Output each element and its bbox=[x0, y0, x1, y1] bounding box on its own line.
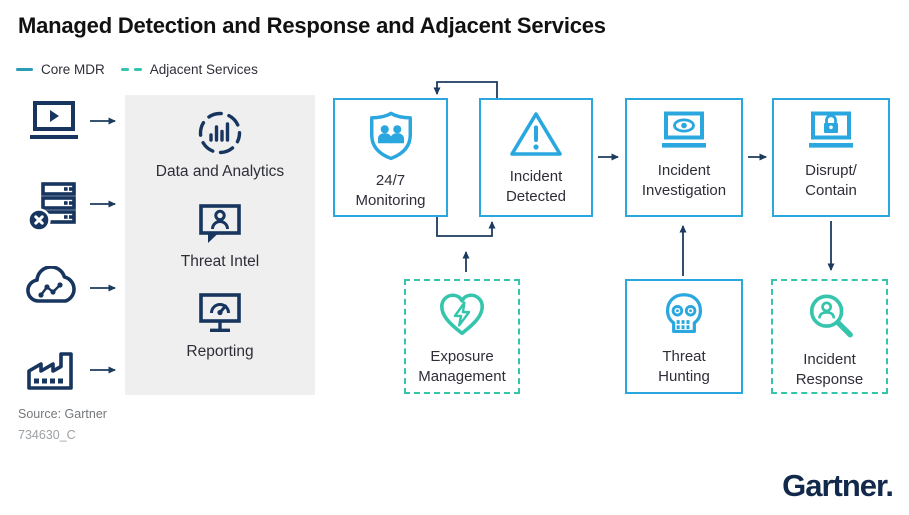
arrow-detected-to-monitoring-loop-top bbox=[433, 81, 498, 98]
flow-box-label: Threat Hunting bbox=[658, 348, 710, 385]
flow-box-incident-investigation: Incident Investigation bbox=[625, 98, 743, 217]
reporting-icon bbox=[196, 292, 244, 336]
panel-item-label: Data and Analytics bbox=[155, 163, 285, 180]
flow-box-label: Exposure Management bbox=[418, 348, 506, 385]
flow-box-label: Incident Investigation bbox=[641, 162, 727, 199]
skull-icon bbox=[661, 291, 707, 338]
legend-core-label: Core MDR bbox=[41, 62, 105, 77]
arrow-monitoring-to-detected-loop-bottom bbox=[436, 217, 496, 237]
laptop-video-icon bbox=[26, 99, 82, 143]
flow-box-label: 24/7 Monitoring bbox=[355, 172, 426, 209]
legend-adjacent-label: Adjacent Services bbox=[149, 62, 258, 77]
heart-bolt-icon bbox=[437, 291, 487, 338]
cloud-network-icon bbox=[24, 266, 80, 310]
threat-intel-icon bbox=[196, 202, 244, 246]
panel-item-label: Reporting bbox=[186, 343, 254, 360]
shield-team-icon bbox=[366, 110, 416, 162]
doc-id-text: 734630_C bbox=[18, 428, 76, 442]
gartner-logo: Gartner. bbox=[782, 468, 894, 503]
warning-triangle-icon bbox=[509, 110, 563, 158]
flow-box-label: Disrupt/ Contain bbox=[805, 162, 857, 199]
page-title: Managed Detection and Response and Adjac… bbox=[18, 13, 606, 38]
flow-box-label: Incident Detected bbox=[505, 168, 567, 205]
data-analytics-icon bbox=[197, 110, 243, 156]
legend: Core MDR Adjacent Services bbox=[16, 62, 258, 77]
adjacent-services-dash-swatch bbox=[120, 68, 142, 71]
flow-box-incident-detected: Incident Detected bbox=[479, 98, 593, 217]
source-text: Source: Gartner bbox=[18, 407, 107, 421]
flow-box-threat-hunting: Threat Hunting bbox=[625, 279, 743, 394]
core-mdr-line-swatch bbox=[16, 68, 33, 71]
factory-icon bbox=[25, 345, 79, 391]
laptop-lock-icon bbox=[804, 110, 858, 152]
server-alert-icon bbox=[26, 180, 78, 232]
flow-box-label: Incident Response bbox=[795, 351, 864, 388]
flow-box-monitoring: 24/7 Monitoring bbox=[333, 98, 448, 217]
flow-box-incident-response: Incident Response bbox=[771, 279, 888, 394]
magnifier-person-icon bbox=[805, 291, 855, 341]
flow-box-exposure-management: Exposure Management bbox=[404, 279, 520, 394]
flow-box-disrupt-contain: Disrupt/ Contain bbox=[772, 98, 890, 217]
mdr-capabilities-panel: Data and Analytics Threat Intel Reportin… bbox=[125, 95, 315, 395]
panel-item-label: Threat Intel bbox=[180, 253, 260, 270]
laptop-eye-icon bbox=[657, 110, 711, 152]
